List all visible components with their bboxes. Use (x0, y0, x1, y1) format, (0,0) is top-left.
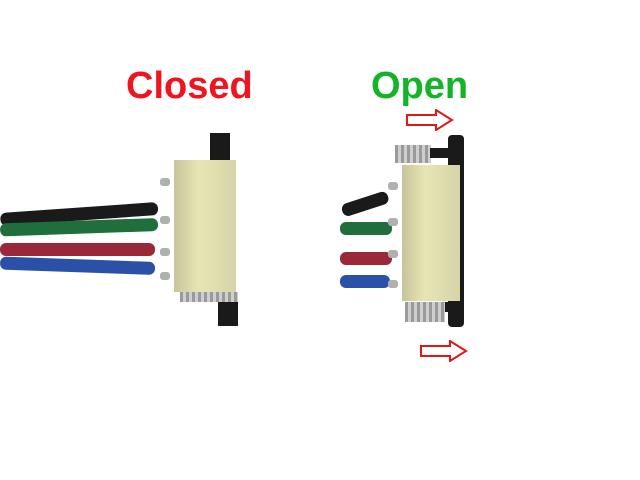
closed-label: Closed (126, 65, 253, 107)
pin (160, 272, 170, 280)
pin (388, 250, 398, 258)
wire-blue (0, 256, 156, 275)
pin (160, 248, 170, 256)
arrow-right-icon (420, 340, 468, 362)
arrow-right-icon (406, 109, 454, 131)
metal-tab-top (395, 145, 431, 163)
connector-body (174, 160, 236, 292)
pin (160, 178, 170, 186)
open-label: Open (371, 65, 469, 107)
pin (160, 216, 170, 224)
connector-body (402, 165, 460, 301)
clip-top (210, 133, 230, 163)
wire-blue (340, 275, 390, 288)
wire-red (340, 252, 392, 265)
wire-red (0, 243, 155, 256)
pin (388, 182, 398, 190)
clip-arm-top (430, 148, 452, 158)
metal-strip (180, 292, 238, 302)
pin (388, 280, 398, 288)
pin (388, 218, 398, 226)
wire-black (340, 190, 391, 218)
clip-bottom (218, 302, 238, 326)
metal-tab-bottom (405, 302, 445, 322)
wire-green (340, 222, 392, 235)
